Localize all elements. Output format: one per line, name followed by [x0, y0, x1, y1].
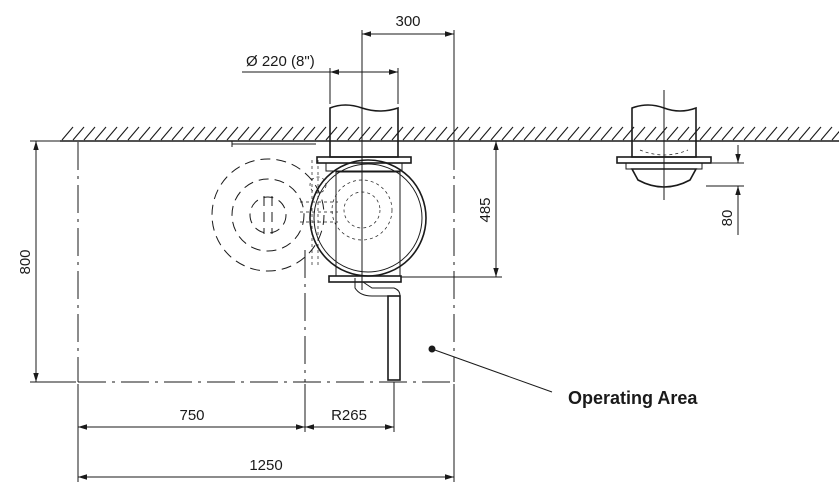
dim-radius: R265 — [331, 407, 367, 424]
hatch-stroke — [149, 126, 162, 141]
hatch-stroke — [666, 126, 679, 141]
hatch-stroke — [501, 126, 514, 141]
hatch-stroke — [710, 126, 723, 141]
hatch-stroke — [512, 126, 525, 141]
hatch-stroke — [347, 126, 360, 141]
hatch-stroke — [831, 130, 839, 141]
hatch-stroke — [479, 126, 492, 141]
ceiling — [60, 126, 839, 142]
hatch-stroke — [325, 126, 338, 141]
hatch-stroke — [303, 126, 316, 141]
dim-width-left: 750 — [179, 407, 204, 424]
operating-area-boundary — [77, 142, 455, 383]
hatch-stroke — [644, 126, 657, 141]
hatch-stroke — [468, 126, 481, 141]
hatch-stroke — [765, 126, 778, 141]
operating-area-leader — [428, 345, 553, 393]
lamp-mount-main — [231, 44, 412, 290]
hatch-stroke — [182, 126, 195, 141]
hatch-stroke — [523, 126, 536, 141]
hatch-stroke — [127, 126, 140, 141]
ceiling-hatching — [61, 126, 839, 141]
hatch-stroke — [699, 126, 712, 141]
hatch-stroke — [116, 126, 129, 141]
hatch-stroke — [424, 126, 437, 141]
lamp-handle — [354, 278, 401, 381]
hatch-stroke — [402, 126, 415, 141]
hatch-stroke — [732, 126, 745, 141]
hatch-stroke — [457, 126, 470, 141]
hatch-stroke — [94, 126, 107, 141]
hatch-stroke — [567, 126, 580, 141]
hatch-stroke — [314, 126, 327, 141]
hatch-stroke — [171, 126, 184, 141]
hatch-stroke — [105, 126, 118, 141]
operating-area-label: Operating Area — [568, 388, 698, 408]
lamp-head-solid — [309, 159, 427, 283]
hatch-stroke — [721, 126, 734, 141]
hatch-stroke — [677, 126, 690, 141]
hatch-stroke — [798, 126, 811, 141]
hatch-stroke — [556, 126, 569, 141]
lamp-head-dashed — [211, 158, 338, 272]
hatch-stroke — [292, 126, 305, 141]
hatch-stroke — [809, 126, 822, 141]
hatch-stroke — [534, 126, 547, 141]
hatch-stroke — [270, 126, 283, 141]
hatch-stroke — [226, 126, 239, 141]
hatch-stroke — [138, 126, 151, 141]
hatch-stroke — [358, 126, 371, 141]
hatch-stroke — [776, 126, 789, 141]
hatch-stroke — [248, 126, 261, 141]
hatch-stroke — [380, 126, 393, 141]
dim-width-total: 1250 — [249, 457, 282, 474]
hatch-stroke — [600, 126, 613, 141]
hatch-stroke — [754, 126, 767, 141]
hatch-stroke — [160, 126, 173, 141]
hatch-stroke — [688, 126, 701, 141]
hatch-stroke — [446, 126, 459, 141]
hatch-stroke — [633, 126, 646, 141]
hatch-stroke — [611, 126, 624, 141]
hatch-stroke — [193, 126, 206, 141]
dimension-lines — [30, 30, 744, 482]
hatch-stroke — [72, 126, 85, 141]
hatch-stroke — [545, 126, 558, 141]
hatch-stroke — [237, 126, 250, 141]
hatch-stroke — [83, 126, 96, 141]
dim-top-width: 300 — [395, 13, 420, 30]
hatch-stroke — [413, 126, 426, 141]
hatch-stroke — [259, 126, 272, 141]
dim-diameter: Ø 220 (8") — [246, 53, 315, 70]
dim-height-left: 800 — [17, 249, 34, 274]
dim-offset-small: 80 — [719, 210, 736, 227]
hatch-stroke — [578, 126, 591, 141]
hatch-stroke — [589, 126, 602, 141]
hatch-stroke — [336, 126, 349, 141]
hatch-stroke — [281, 126, 294, 141]
hatch-stroke — [655, 126, 668, 141]
hatch-stroke — [820, 126, 833, 141]
hatch-stroke — [787, 126, 800, 141]
hatch-stroke — [435, 126, 448, 141]
hatch-stroke — [369, 126, 382, 141]
hatch-stroke — [490, 126, 503, 141]
hatch-stroke — [204, 126, 217, 141]
hatch-stroke — [215, 126, 228, 141]
hatch-stroke — [61, 126, 74, 141]
hatch-stroke — [743, 126, 756, 141]
dim-height-right: 485 — [477, 197, 494, 222]
lamp-mount-side — [616, 90, 712, 200]
